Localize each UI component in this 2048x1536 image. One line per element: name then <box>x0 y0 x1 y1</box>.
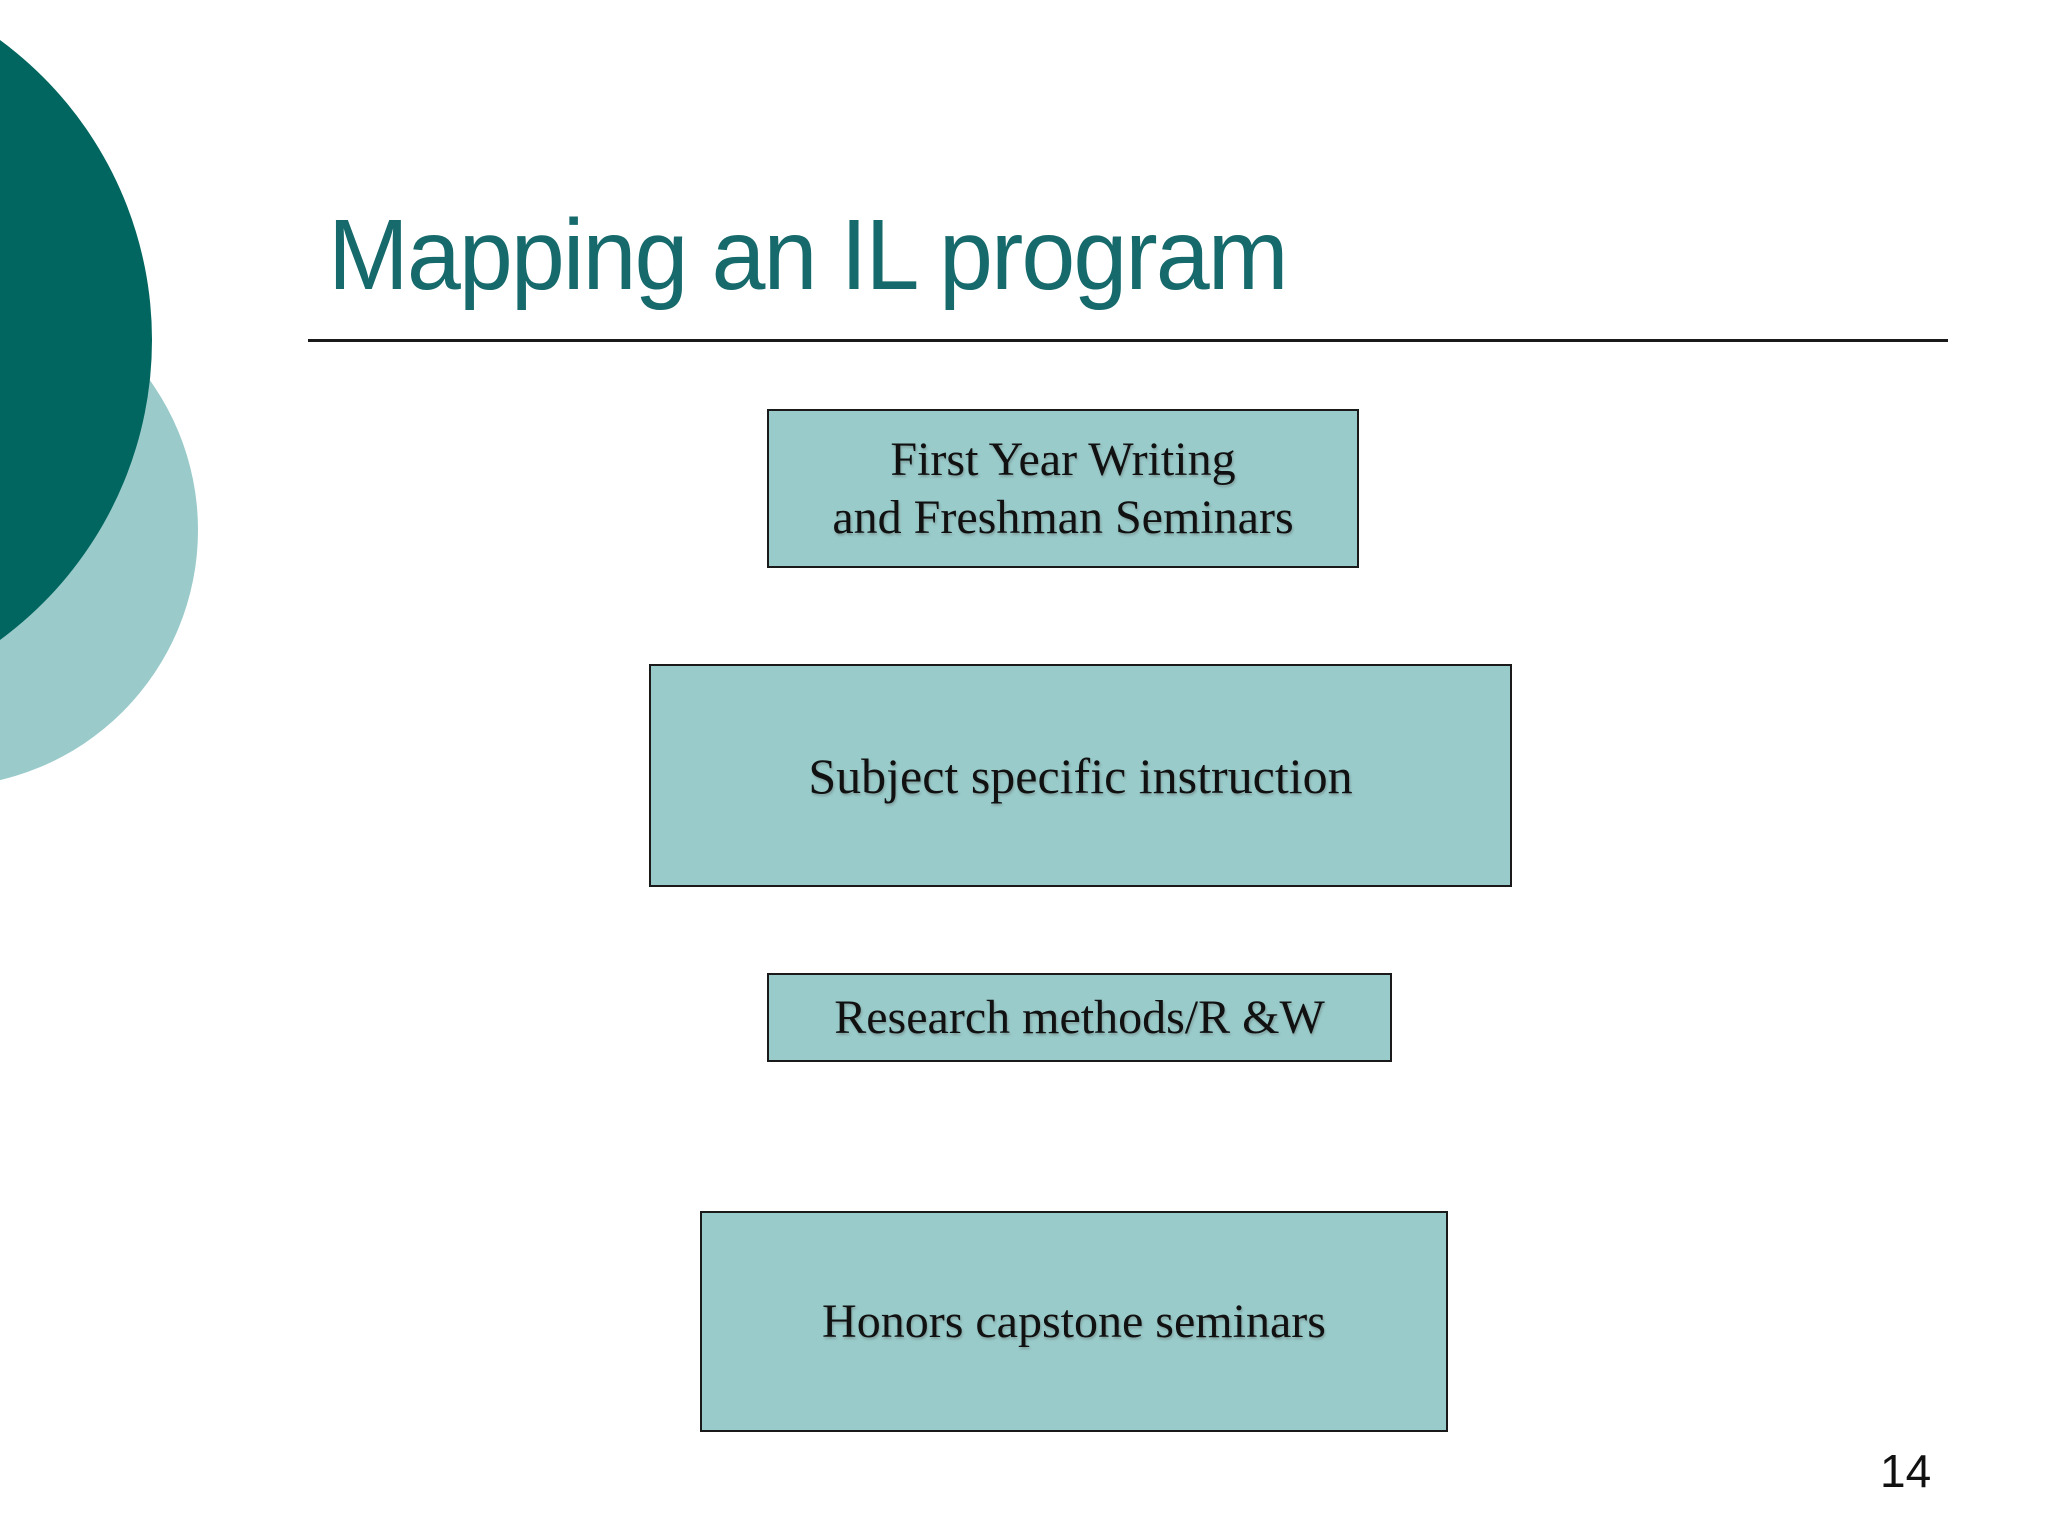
flow-box-honors-capstone-seminars: Honors capstone seminars <box>700 1211 1448 1432</box>
flow-box-label-line: Research methods/R &W <box>834 991 1325 1044</box>
flow-box-label-line: Subject specific instruction <box>808 747 1353 804</box>
title-divider <box>308 339 1948 342</box>
page-title: Mapping an IL program <box>328 199 1289 311</box>
flow-box-subject-specific-instruction: Subject specific instruction <box>649 664 1512 887</box>
flow-box-first-year-writing: First Year Writing and Freshman Seminars <box>767 409 1359 568</box>
flow-box-label-line: First Year Writing <box>890 432 1236 486</box>
page-number: 14 <box>1880 1445 1932 1497</box>
flow-box-research-methods: Research methods/R &W <box>767 973 1392 1062</box>
flow-box-label-line: Honors capstone seminars <box>822 1295 1326 1348</box>
flow-box-label-line: and Freshman Seminars <box>832 490 1294 544</box>
